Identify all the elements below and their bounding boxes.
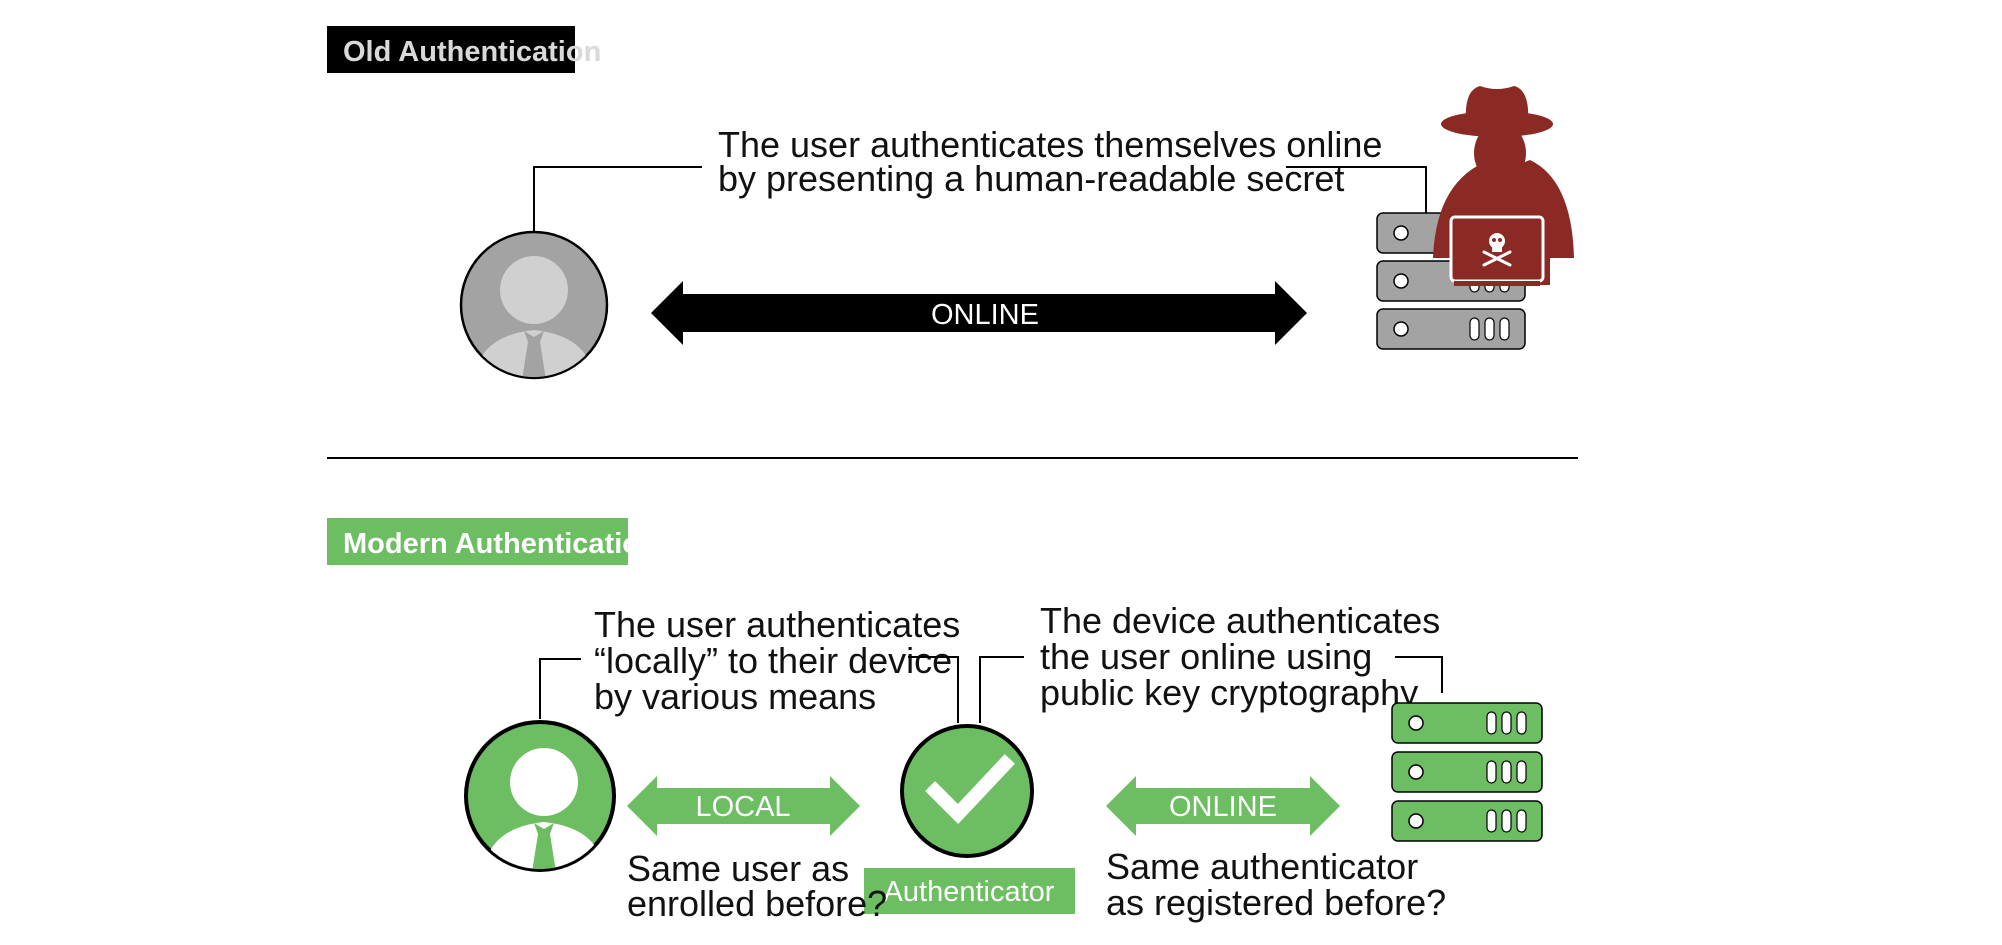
user-icon (459, 230, 609, 380)
modern-authentication-section: Modern Authentication The user authentic… (327, 518, 1543, 924)
local-arrow (627, 776, 860, 836)
local-question-line-2: enrolled before? (627, 883, 887, 924)
local-label: LOCAL (695, 791, 790, 823)
server-icon (1391, 702, 1543, 842)
modern-auth-tag-label: Modern Authentication (343, 528, 658, 560)
local-question-line-1: Same user as (627, 848, 849, 889)
old-server-leader-line (1286, 166, 1427, 213)
old-online-arrow (651, 281, 1307, 345)
old-auth-caption-line-2: by presenting a human-readable secret (718, 158, 1344, 199)
modern-auth-tag (327, 518, 628, 565)
hacker-icon (1433, 86, 1574, 286)
authenticator-left-leader-line (908, 656, 959, 723)
user-caption-line-3: by various means (594, 676, 876, 717)
device-caption-line-1: The device authenticates (1040, 600, 1440, 641)
user-caption-line-1: The user authenticates (594, 604, 960, 645)
old-online-label: ONLINE (931, 299, 1039, 331)
server-leader-line (1395, 656, 1443, 693)
old-auth-caption-line-1: The user authenticates themselves online (718, 124, 1382, 165)
checkmark-icon (900, 724, 1034, 858)
authenticator-label: Authenticator (884, 876, 1055, 908)
skull-icon (1482, 233, 1512, 267)
old-user-leader-line (533, 166, 702, 231)
user-icon (464, 720, 616, 872)
old-auth-tag-label: Old Authentication (343, 36, 601, 68)
authenticator-label-box (864, 868, 1075, 914)
old-auth-tag (327, 26, 575, 73)
user-caption-line-2: “locally” to their device (594, 640, 952, 681)
online-question-line-2: as registered before? (1106, 882, 1446, 923)
online-question-line-1: Same authenticator (1106, 846, 1418, 887)
modern-online-label: ONLINE (1169, 791, 1277, 823)
authenticator-right-leader-line (979, 656, 1024, 723)
modern-online-arrow (1106, 776, 1340, 836)
device-caption-line-2: the user online using (1040, 636, 1372, 677)
old-authentication-section: Old Authentication The user authenticate… (327, 26, 1574, 380)
device-caption-line-3: public key cryptography (1040, 672, 1418, 713)
user-leader-line (539, 658, 581, 719)
